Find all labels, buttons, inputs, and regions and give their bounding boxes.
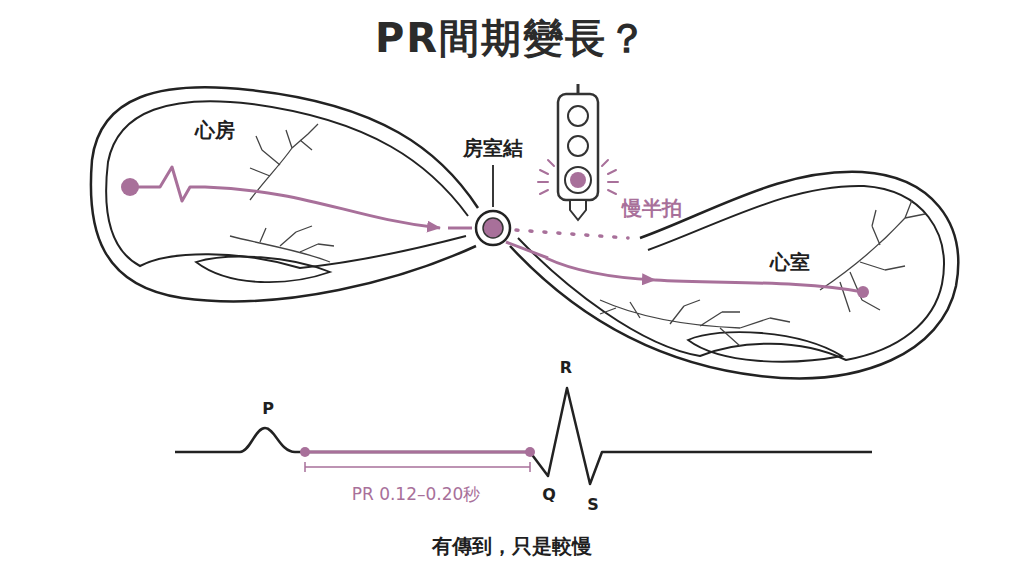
traffic-light-body [558, 94, 598, 200]
ventricle-outer-wall [510, 172, 958, 379]
light-pole [577, 84, 580, 94]
ecg-trace [175, 388, 872, 484]
ventricle-inner-wall [518, 186, 944, 360]
atrium-branch-lower [230, 226, 334, 262]
atrium-inner-wall [106, 101, 468, 268]
ventricle-pocket [688, 332, 842, 362]
wave-name: R [560, 360, 572, 376]
ventricle-chamber: 心室 [655, 170, 935, 370]
node-label: 心室 [770, 252, 810, 272]
traffic-light-lamp [568, 136, 588, 156]
av-node-core [483, 218, 503, 238]
impulse-start-dot [121, 178, 139, 196]
conduction-arrow [130, 167, 440, 228]
pr-bracket [305, 462, 530, 472]
wave-name: P [262, 401, 274, 417]
glow-rays [538, 160, 618, 194]
ventricle-branch-right [820, 200, 925, 312]
conduction-segment [506, 242, 548, 258]
leader-line [492, 165, 494, 207]
wave-name: S [587, 497, 599, 513]
interval-dimension: PR 0.12–0.20秒 [352, 486, 481, 503]
traffic-light-lit-lamp [565, 167, 591, 193]
diagram-caption: 有傳到，只是較慢 [0, 536, 1024, 556]
atrium-chamber: 心房 [130, 95, 430, 300]
traffic-light-nozzle [570, 200, 586, 220]
conduction-dash [448, 227, 472, 230]
wave-name: Q [542, 487, 556, 503]
pr-end-dot [525, 447, 535, 457]
pr-start-dot [300, 447, 310, 457]
traffic-light-glow [570, 172, 586, 188]
av-node-ring [476, 211, 510, 245]
diagram-title: PR間期變長？ [0, 16, 1024, 60]
node-label: 房室結 [463, 138, 523, 158]
conduction-arrow [546, 258, 655, 280]
delay-dotted-line [516, 230, 628, 238]
impulse-end-dot [857, 286, 869, 298]
atrium-branch-upper [250, 124, 318, 200]
conduction-continuation [655, 280, 863, 292]
atrium-pocket [196, 257, 330, 283]
traffic-light-lamp [568, 106, 588, 126]
ventricle-branch-lower [600, 300, 790, 346]
node-label: 心房 [195, 120, 235, 140]
av-node: 房室結 [440, 133, 546, 268]
delay-note: 慢半拍 [622, 198, 682, 218]
atrium-outer-wall [91, 87, 478, 301]
pr-interval-line [305, 451, 530, 454]
